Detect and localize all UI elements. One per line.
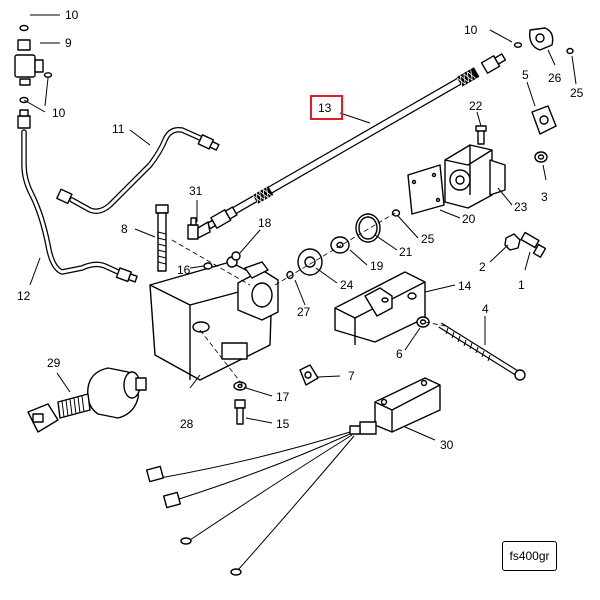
callout-27: 27 <box>297 305 311 319</box>
callout-10-left: 10 <box>52 106 66 120</box>
part-21-oring <box>355 213 381 243</box>
part-2-nut <box>504 233 521 251</box>
callout-18: 18 <box>258 216 272 230</box>
callout-11: 11 <box>112 122 125 136</box>
part-13-hose <box>206 53 507 230</box>
part-4-stud <box>438 322 526 381</box>
leader-lines <box>23 14 577 441</box>
figure-reference-label: fs400gr <box>502 541 557 571</box>
callout-10-top-left: 10 <box>65 8 79 22</box>
callout-10-top-right: 10 <box>464 23 478 37</box>
callout-1: 1 <box>518 278 525 292</box>
callout-31: 31 <box>189 184 203 198</box>
callout-25-top-right: 25 <box>570 86 584 100</box>
part-23-pump-cover <box>444 144 506 209</box>
callout-29: 29 <box>47 356 61 370</box>
callout-2: 2 <box>479 260 486 274</box>
part-26-elbow-fitting <box>513 27 574 55</box>
callout-3: 3 <box>541 190 548 204</box>
part-20-gasket <box>407 164 445 215</box>
callout-23: 23 <box>514 200 528 214</box>
callout-13: 13 <box>318 101 332 115</box>
part-6-washer <box>416 316 430 328</box>
callout-13-highlighted: 13 <box>310 95 343 120</box>
callout-24: 24 <box>340 278 354 292</box>
callout-4: 4 <box>482 302 489 316</box>
part-9-fitting <box>14 24 53 104</box>
callout-19: 19 <box>370 259 384 273</box>
part-25-oring-small <box>391 209 401 217</box>
callout-6: 6 <box>396 347 403 361</box>
part-3-washer <box>534 151 548 163</box>
callout-25: 25 <box>421 232 435 246</box>
callout-5: 5 <box>522 68 529 82</box>
callout-20: 20 <box>462 212 476 226</box>
part-1-bolt <box>520 231 547 258</box>
part-24-plate <box>297 248 323 276</box>
callout-labels: 10 9 10 11 12 8 31 16 18 10 5 26 25 3 22… <box>17 8 584 452</box>
part-22-screw <box>475 125 487 145</box>
callout-14: 14 <box>458 279 472 293</box>
callout-9: 9 <box>65 36 72 50</box>
part-7-clip <box>299 364 319 386</box>
part-5-clamp <box>531 105 557 135</box>
part-19-washer <box>330 236 350 254</box>
part-29-solenoid <box>27 367 147 433</box>
part-18-nut <box>226 251 241 268</box>
part-28-housing <box>149 261 279 381</box>
part-31-fitting <box>187 217 211 240</box>
highlight-box <box>310 95 343 120</box>
callout-21: 21 <box>399 245 413 259</box>
callout-15: 15 <box>276 417 290 431</box>
part-27-oring <box>286 270 294 280</box>
callout-12: 12 <box>17 289 31 303</box>
callout-8: 8 <box>121 222 128 236</box>
part-16-washer <box>203 262 213 270</box>
part-17-washer <box>233 381 247 391</box>
part-8-bolt <box>155 204 169 272</box>
callout-17: 17 <box>276 390 290 404</box>
alignment-lines <box>171 212 446 389</box>
callout-7: 7 <box>348 369 355 383</box>
part-12-fuel-line <box>17 109 138 283</box>
callout-16: 16 <box>177 263 191 277</box>
callout-22: 22 <box>469 99 483 113</box>
part-14-bracket <box>334 271 426 345</box>
part-11-fuel-line <box>56 126 220 214</box>
callout-28: 28 <box>180 417 194 431</box>
part-15-screw <box>234 399 246 425</box>
callout-26: 26 <box>548 71 562 85</box>
part-30-sensor-harness <box>145 377 441 576</box>
callout-30: 30 <box>440 438 454 452</box>
